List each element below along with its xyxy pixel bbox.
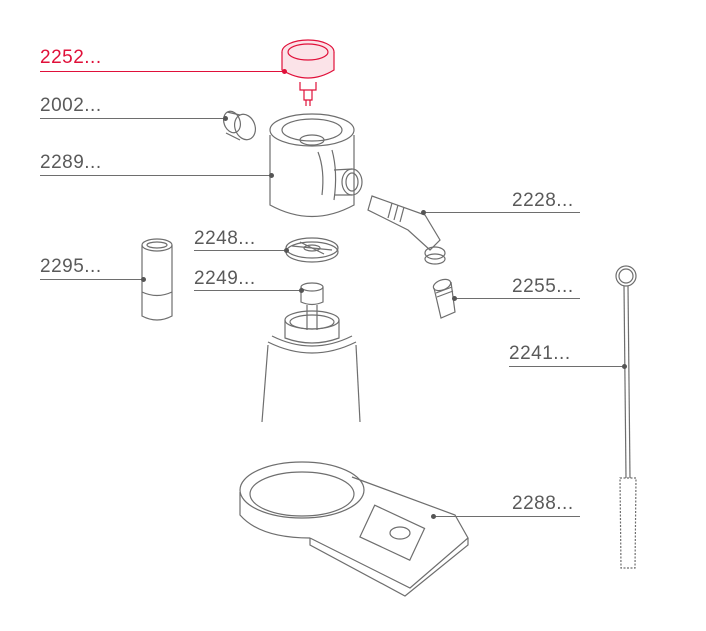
part-label-2255[interactable]: 2255...	[512, 276, 574, 297]
leader-line-2295	[40, 279, 144, 280]
part-2002-ring[interactable]	[221, 109, 259, 143]
leader-dot-2249	[299, 288, 304, 293]
leader-line-2252	[40, 71, 285, 72]
part-2295-holder[interactable]	[141, 238, 173, 321]
part-2228-nozzle[interactable]	[367, 195, 446, 265]
leader-line-2249	[194, 290, 301, 291]
part-2252-cap[interactable]	[281, 39, 335, 106]
leader-dot-2295	[141, 277, 146, 282]
leader-line-2228	[423, 212, 580, 213]
part-label-2252[interactable]: 2252...	[40, 47, 102, 68]
part-label-2288[interactable]: 2288...	[512, 493, 574, 514]
leader-dot-2228	[421, 210, 426, 215]
leader-line-2248	[194, 250, 286, 251]
part-2241-brush[interactable]	[615, 265, 637, 569]
part-2249-valve[interactable]	[300, 282, 324, 330]
part-label-2241[interactable]: 2241...	[509, 343, 571, 364]
part-label-2002[interactable]: 2002...	[40, 95, 102, 116]
part-label-2249[interactable]: 2249...	[194, 268, 256, 289]
leader-line-2002	[40, 118, 226, 119]
leader-dot-2289	[269, 173, 274, 178]
part-label-2295[interactable]: 2295...	[40, 256, 102, 277]
part-label-2228[interactable]: 2228...	[512, 190, 574, 211]
leader-dot-2248	[284, 248, 289, 253]
part-2288-stand[interactable]	[239, 461, 469, 597]
part-label-2289[interactable]: 2289...	[40, 152, 102, 173]
leader-dot-2002	[223, 116, 228, 121]
part-2248-disc[interactable]	[285, 237, 339, 263]
part-2289-housing[interactable]	[269, 113, 363, 218]
leader-dot-2255	[452, 296, 457, 301]
leader-dot-2252	[282, 69, 287, 74]
bottle-body	[261, 310, 361, 423]
leader-dot-2288	[431, 514, 436, 519]
leader-line-2289	[40, 175, 272, 176]
leader-line-2241	[509, 366, 625, 367]
part-label-2248[interactable]: 2248...	[194, 228, 256, 249]
leader-dot-2241	[622, 364, 627, 369]
leader-line-2255	[454, 298, 580, 299]
leader-line-2288	[433, 516, 580, 517]
